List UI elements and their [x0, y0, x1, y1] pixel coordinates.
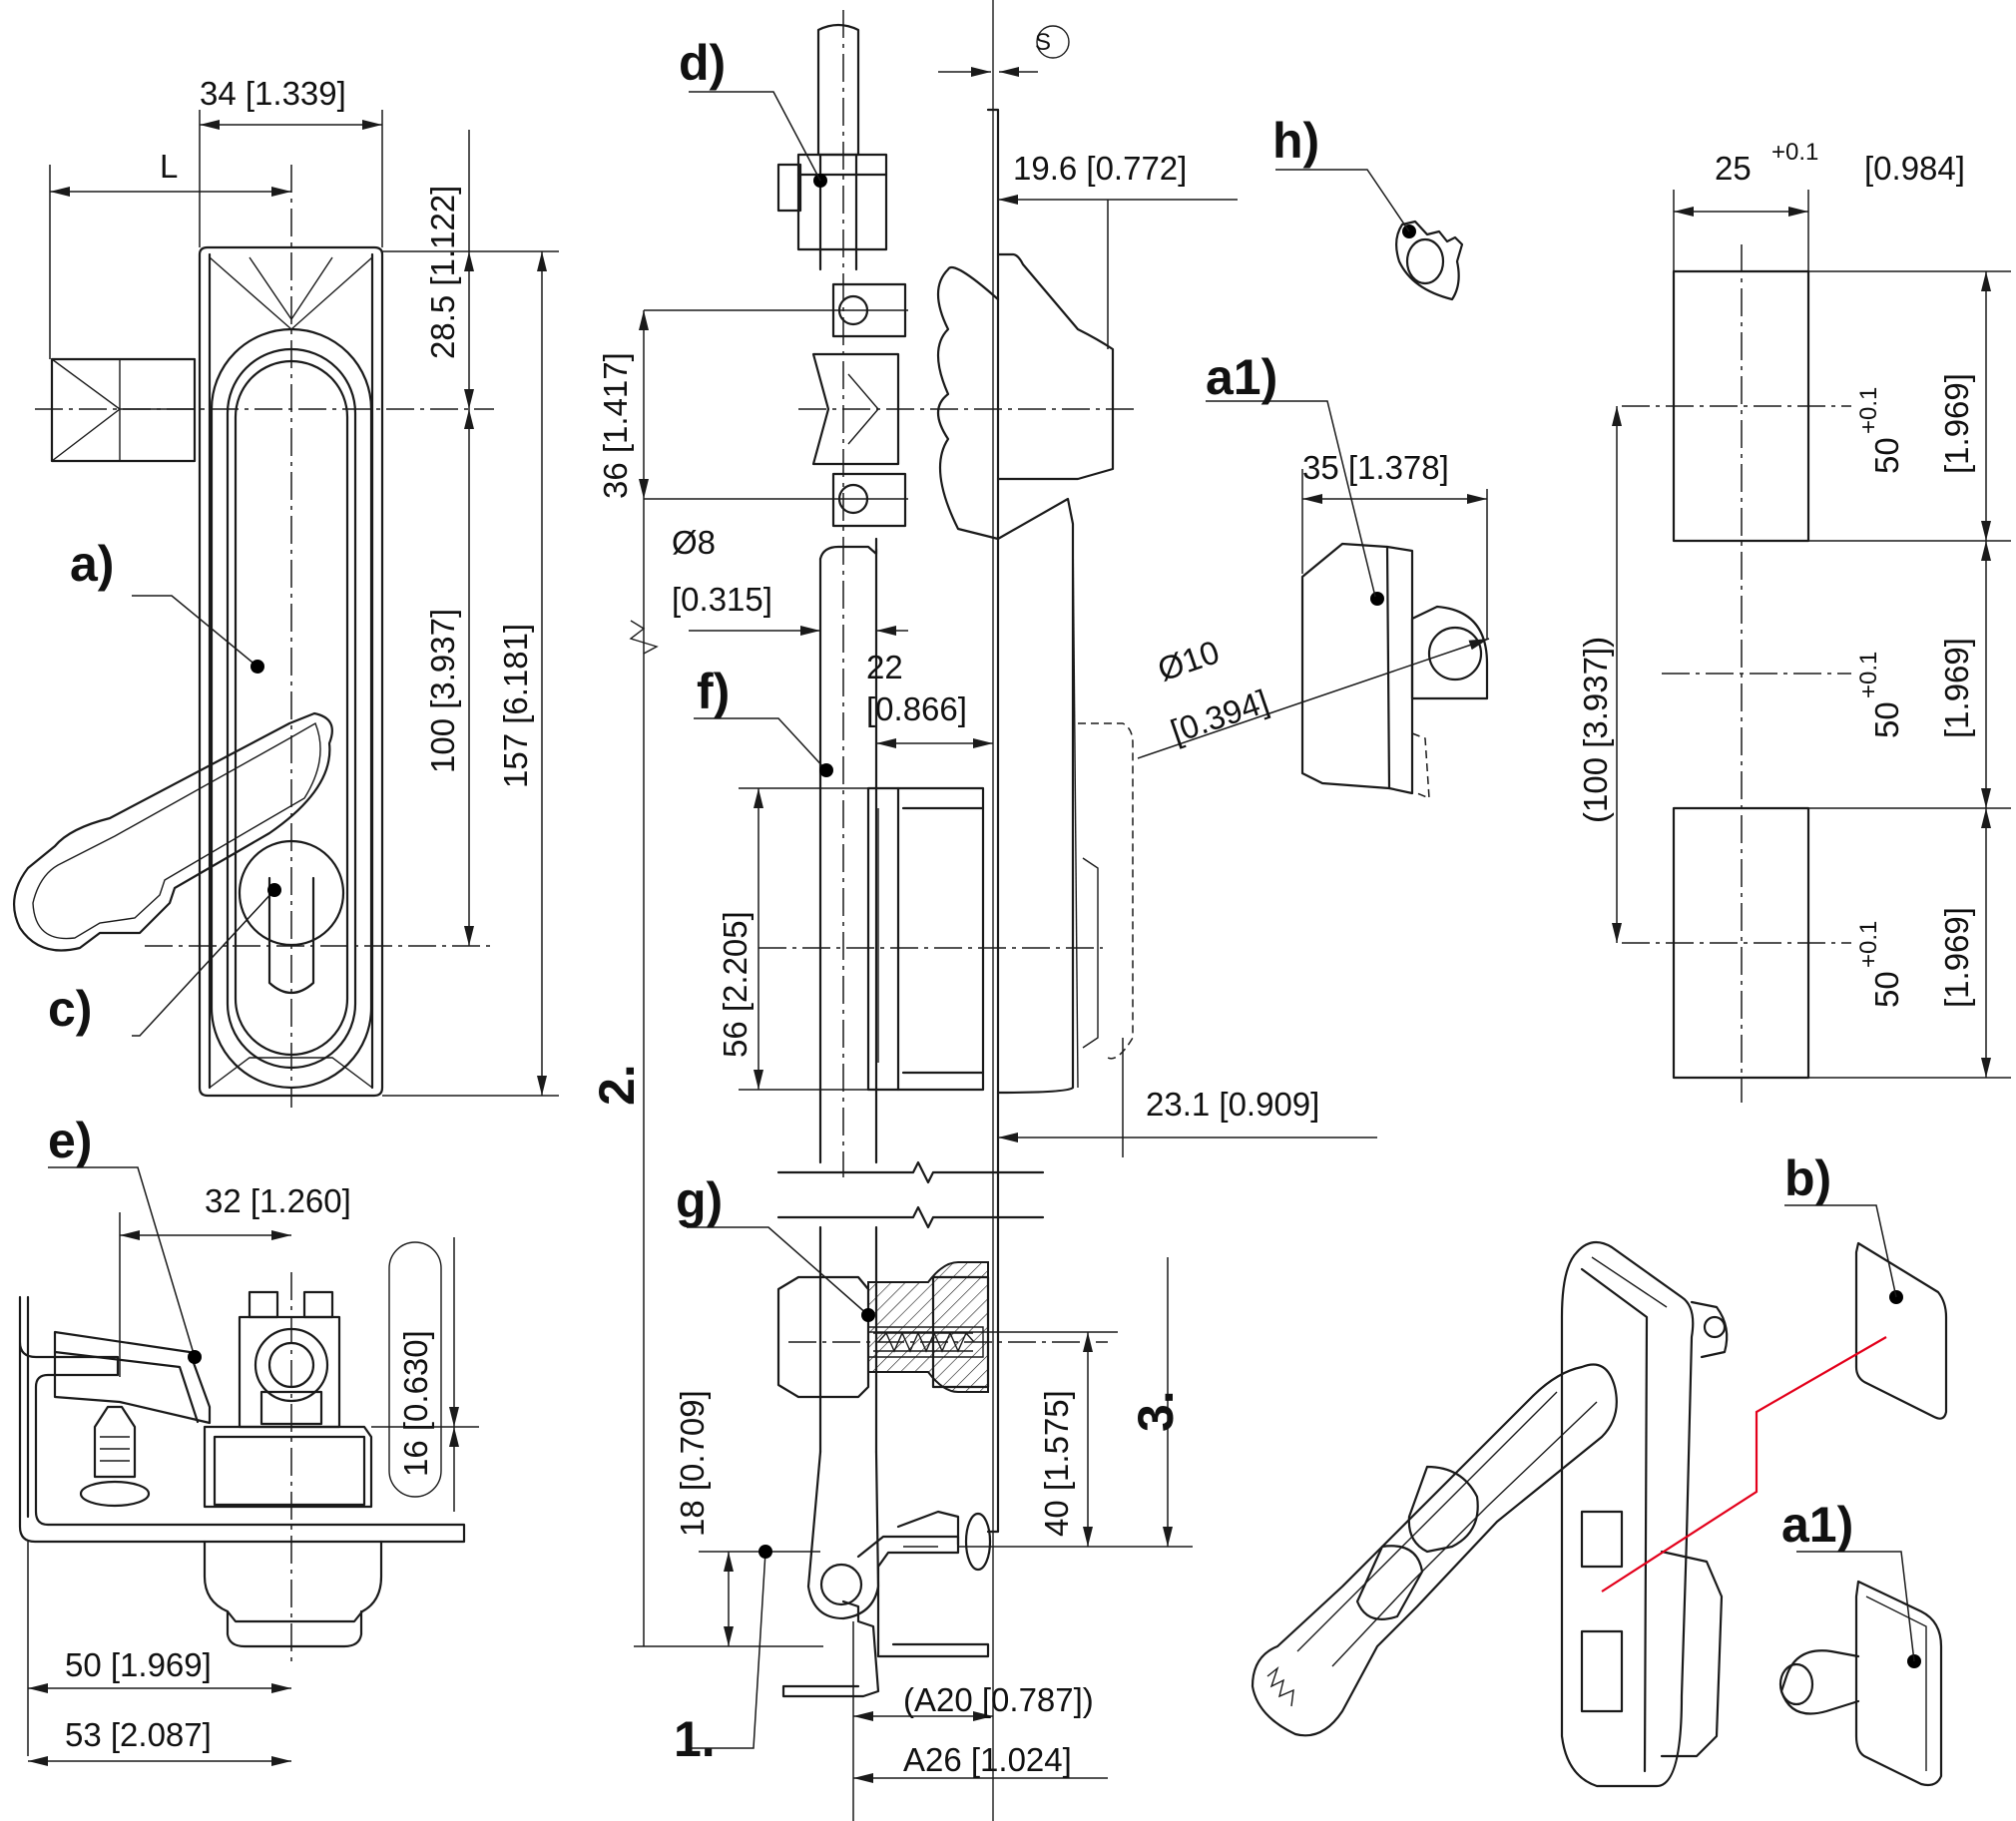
- callout-f: f): [697, 664, 730, 719]
- dim-23-1: 23.1 [0.909]: [1146, 1086, 1319, 1123]
- cutout-width-tol: +0.1: [1771, 139, 1818, 166]
- dim-a26: A26 [1.024]: [903, 1741, 1072, 1778]
- callout-lines-side: [687, 91, 875, 1749]
- dim-22-b: [0.866]: [866, 690, 967, 727]
- callout-c: c): [48, 981, 92, 1037]
- callout-line-e: [48, 1166, 196, 1358]
- dim-18: 18 [0.709]: [674, 1390, 711, 1537]
- panel-cutout: [1612, 190, 2011, 1103]
- dim-32: 32 [1.260]: [205, 1182, 351, 1219]
- dim-40: 40 [1.575]: [1038, 1390, 1075, 1537]
- dim-100: 100 [3.937]: [424, 609, 461, 773]
- dim-19-6: 19.6 [0.772]: [1013, 150, 1187, 187]
- cutout-h3-a: 50: [1868, 971, 1905, 1008]
- side-view-dimensions: [629, 25, 1377, 1821]
- step-3: 3.: [1128, 1390, 1184, 1432]
- dim-a20: (A20 [0.787]): [903, 1681, 1094, 1718]
- callout-a: a): [70, 536, 114, 592]
- dim-50: 50 [1.969]: [65, 1646, 212, 1683]
- cutout-h1-b: [1.969]: [1938, 373, 1975, 474]
- dim-hole-a: Ø10: [1153, 633, 1224, 687]
- step-1: 1.: [674, 1711, 716, 1767]
- dim-53: 53 [2.087]: [65, 1716, 212, 1753]
- cutout-h1-a: 50: [1868, 437, 1905, 474]
- bottom-section-view: [18, 1272, 466, 1666]
- dim-157: 157 [6.181]: [497, 624, 534, 788]
- front-view-dimensions: [49, 110, 559, 1097]
- cutout-h1-tol: +0.1: [1855, 387, 1882, 434]
- dim-rod-dia-b: [0.315]: [672, 581, 772, 618]
- callout-dot-e: [188, 1350, 202, 1364]
- cutout-width-a: 25: [1715, 150, 1752, 187]
- callout-h: h): [1272, 113, 1319, 169]
- dim-56: 56 [2.205]: [717, 911, 754, 1058]
- front-view: [13, 165, 494, 1108]
- isometric-view: [1251, 1204, 1948, 1788]
- dim-rod-dia-a: Ø8: [672, 524, 716, 561]
- cutout-h2-tol: +0.1: [1855, 652, 1882, 698]
- cutout-h3-tol: +0.1: [1855, 921, 1882, 968]
- dim-35: 35 [1.378]: [1302, 449, 1449, 486]
- cutout-spacing: (100 [3.937]): [1577, 637, 1614, 823]
- cutout-h2-a: 50: [1868, 701, 1905, 738]
- cutout-h2-b: [1.969]: [1938, 638, 1975, 738]
- side-view: [758, 0, 1138, 1821]
- dim-36: 36 [1.417]: [597, 352, 634, 499]
- cutout-width-b: [0.984]: [1864, 150, 1965, 187]
- dim-22-a: 22: [866, 649, 903, 685]
- bottom-view-dimensions: [27, 1212, 479, 1766]
- callout-g: g): [676, 1172, 723, 1228]
- detail-h: [1275, 169, 1464, 301]
- callout-b: b): [1784, 1150, 1831, 1206]
- cutout-h3-b: [1.969]: [1938, 907, 1975, 1008]
- callout-lines-front: [132, 595, 281, 1037]
- callout-d: d): [679, 35, 726, 91]
- s-symbol: S: [1035, 29, 1051, 56]
- detail-a1: [1137, 400, 1490, 800]
- dim-16: 16 [0.630]: [397, 1330, 434, 1477]
- callout-a1: a1): [1206, 349, 1277, 405]
- step-2: 2.: [589, 1064, 645, 1106]
- callout-e: e): [48, 1113, 92, 1168]
- dim-hole-b: [0.394]: [1166, 683, 1272, 750]
- dim-label-L: L: [160, 148, 178, 185]
- callout-a1-iso: a1): [1781, 1497, 1853, 1553]
- dim-28-5: 28.5 [1.122]: [424, 186, 461, 359]
- dim-width-34: 34 [1.339]: [200, 75, 346, 112]
